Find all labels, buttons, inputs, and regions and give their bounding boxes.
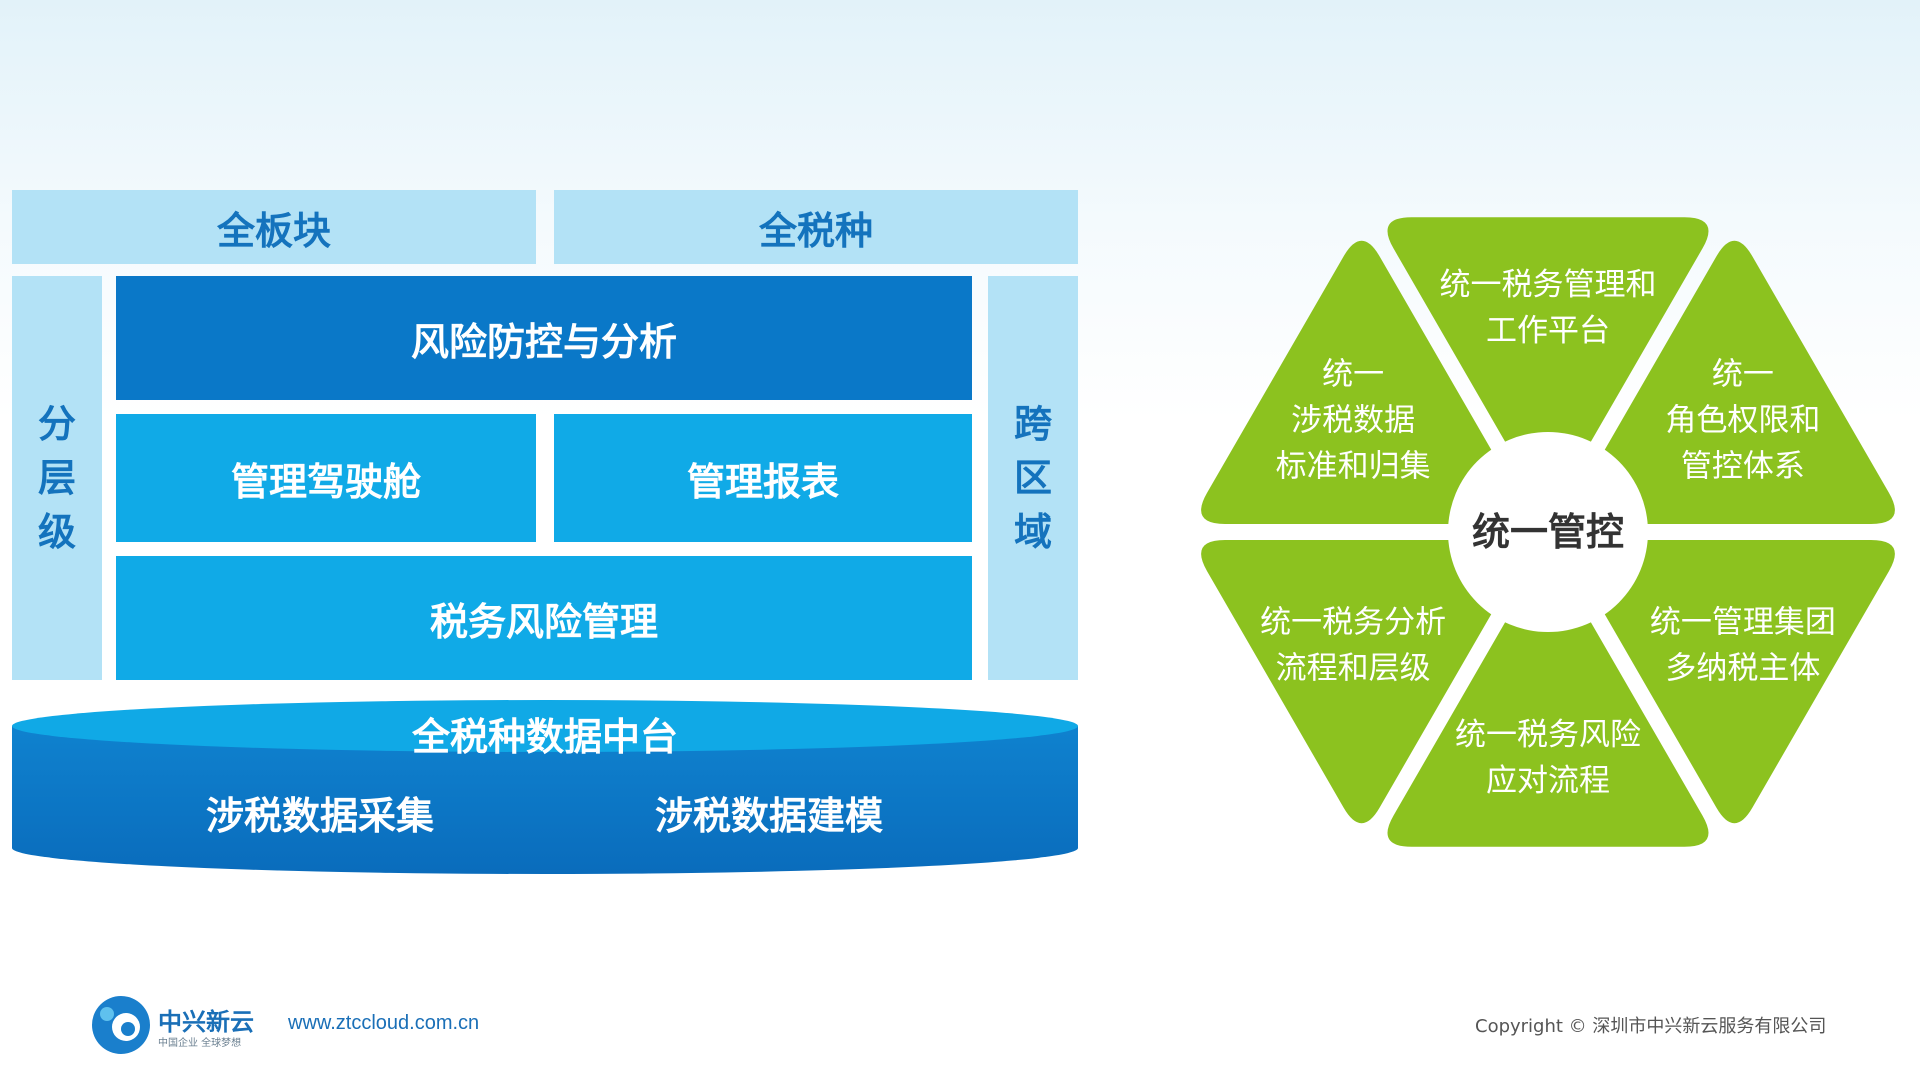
hierarchy-char-2: 层 bbox=[37, 456, 76, 500]
data-collection-label: 涉税数据采集 bbox=[205, 794, 434, 838]
logo-name: 中兴新云 bbox=[158, 1008, 254, 1036]
center-circle bbox=[1448, 432, 1648, 632]
hierarchy-char-3: 级 bbox=[37, 510, 76, 554]
control-segment-5-label: 统一税务分析流程和层级 bbox=[1260, 605, 1446, 687]
full-tax-type-header: 全税种 bbox=[554, 190, 1078, 264]
full-sector-header: 全板块 bbox=[12, 190, 536, 264]
logo-slogan: 中国企业 全球梦想 bbox=[158, 1038, 242, 1049]
control-segment-4-label: 统一税务风险应对流程 bbox=[1455, 717, 1641, 799]
control-segment-2 bbox=[1573, 240, 1895, 524]
hierarchy-char-1: 分 bbox=[37, 402, 76, 446]
control-segment-4 bbox=[1387, 563, 1709, 847]
copyright-text: Copyright © 深圳市中兴新云服务有限公司 bbox=[1475, 1016, 1827, 1037]
data-platform-title: 全税种数据中台 bbox=[411, 715, 678, 759]
risk-control-block: 风险防控与分析 bbox=[116, 276, 972, 400]
control-segment-1-label: 统一税务管理和工作平台 bbox=[1440, 267, 1657, 349]
risk-control-label: 风险防控与分析 bbox=[410, 319, 677, 364]
control-segment-3 bbox=[1573, 540, 1895, 824]
tax-risk-block: 税务风险管理 bbox=[116, 556, 972, 680]
management-cockpit-label: 管理驾驶舱 bbox=[230, 459, 421, 504]
management-reports-label: 管理报表 bbox=[686, 459, 839, 504]
management-reports-block: 管理报表 bbox=[554, 414, 972, 542]
control-segment-6 bbox=[1201, 240, 1523, 524]
cross-region-side-bar: 跨 区 域 bbox=[988, 276, 1078, 680]
data-platform-cylinder bbox=[12, 700, 1078, 874]
full-sector-label: 全板块 bbox=[216, 208, 331, 253]
tax-risk-label: 税务风险管理 bbox=[429, 599, 658, 644]
control-segment-1 bbox=[1387, 217, 1709, 501]
region-char-2: 区 bbox=[1013, 456, 1052, 500]
control-segment-3-label: 统一管理集团多纳税主体 bbox=[1650, 605, 1836, 687]
full-tax-type-label: 全税种 bbox=[758, 208, 873, 253]
data-modeling-label: 涉税数据建模 bbox=[654, 794, 883, 838]
control-segment-5 bbox=[1201, 540, 1523, 824]
logo-icon bbox=[92, 996, 150, 1054]
website-link[interactable]: www.ztccloud.com.cn bbox=[288, 1012, 480, 1034]
hierarchy-side-bar: 分 层 级 bbox=[12, 276, 102, 680]
cylinder-top bbox=[12, 700, 1078, 752]
management-cockpit-block: 管理驾驶舱 bbox=[116, 414, 536, 542]
region-char-1: 跨 bbox=[1013, 402, 1052, 446]
cylinder-body bbox=[12, 726, 1078, 874]
center-label: 统一管控 bbox=[1472, 510, 1624, 554]
control-segment-2-label: 统一角色权限和管控体系 bbox=[1665, 357, 1820, 485]
control-segment-6-label: 统一涉税数据标准和归集 bbox=[1276, 357, 1431, 485]
region-char-3: 域 bbox=[1013, 510, 1052, 554]
